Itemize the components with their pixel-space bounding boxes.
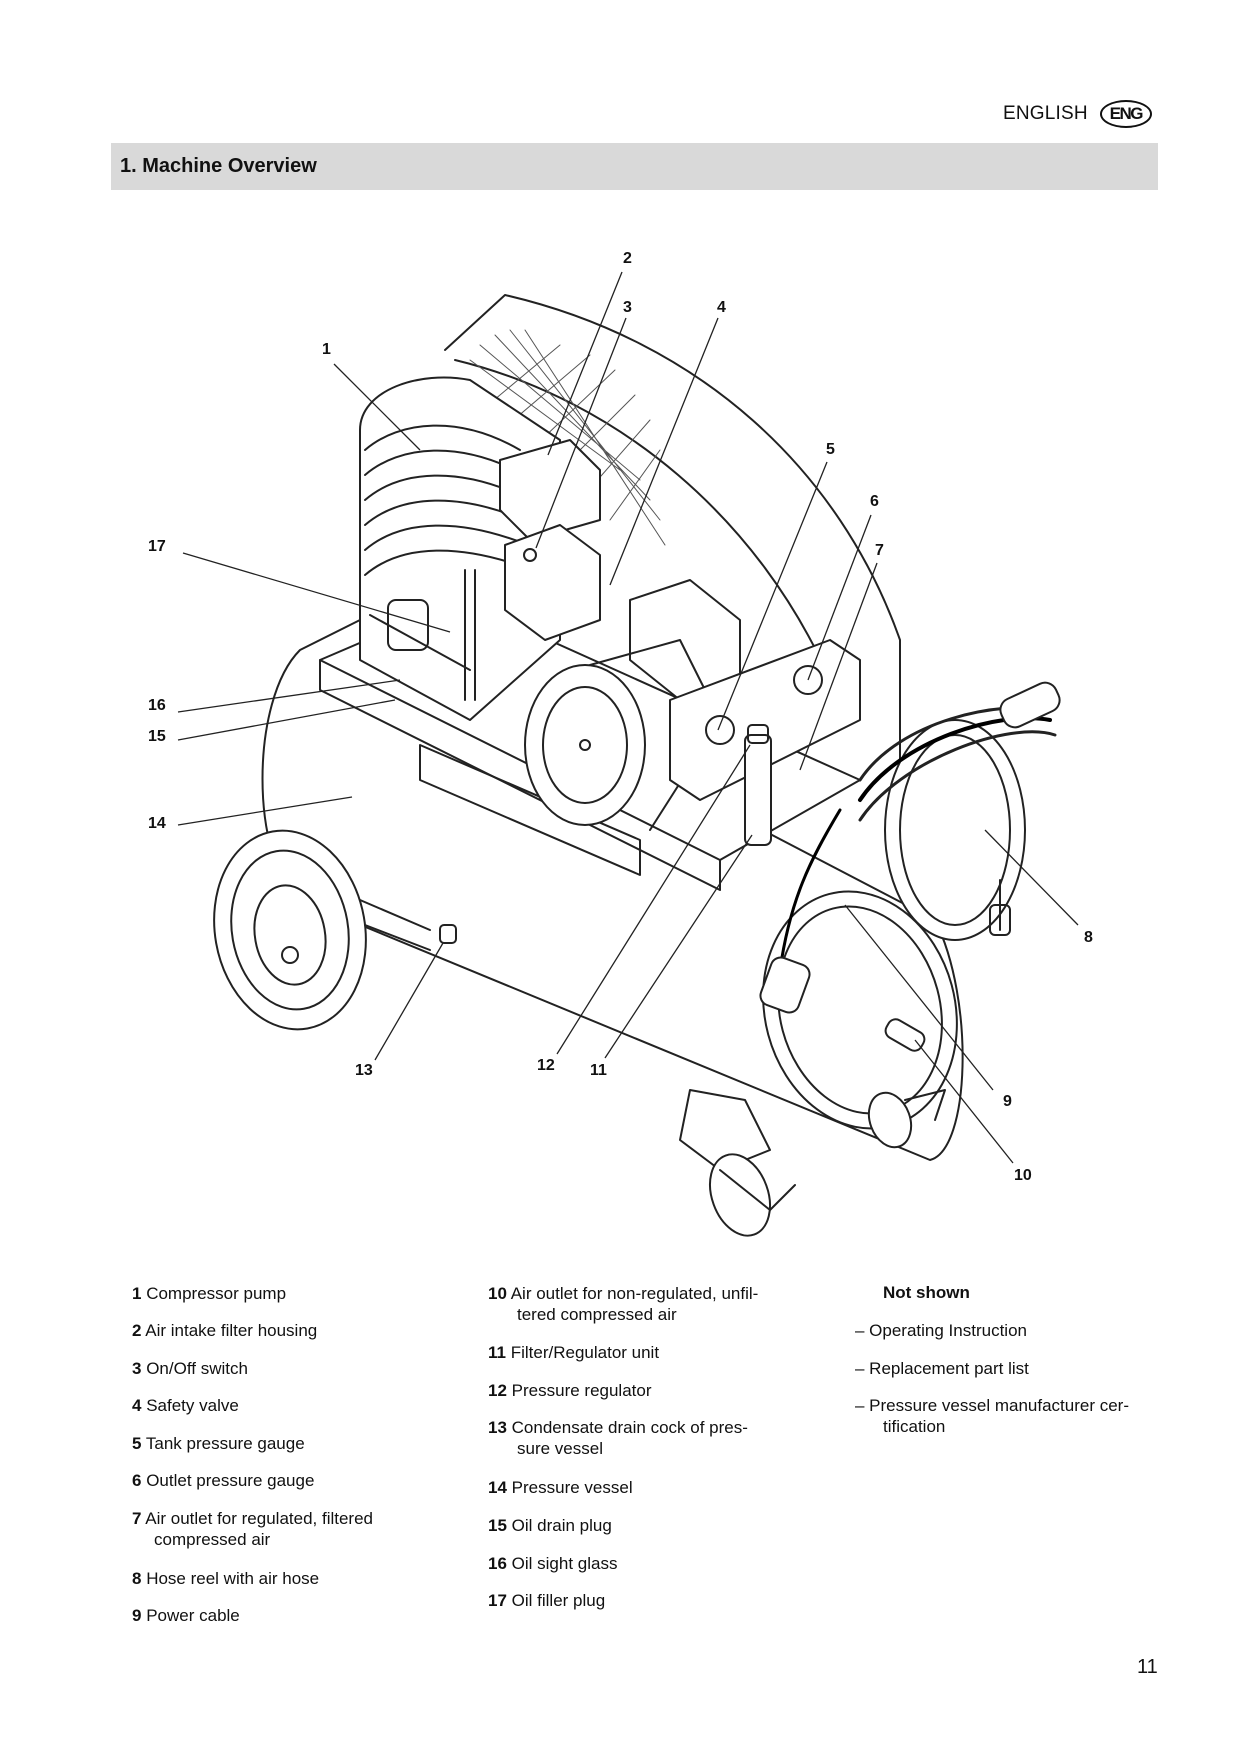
page-number: 11 (1137, 1656, 1158, 1678)
callout-14: 14 (148, 815, 166, 832)
legend-item: 16 Oil sight glass (488, 1554, 618, 1573)
callout-7: 7 (875, 542, 884, 559)
callout-9: 9 (1003, 1093, 1012, 1110)
callout-10: 10 (1014, 1167, 1032, 1184)
legend-item: 17 Oil filler plug (488, 1591, 606, 1610)
pressure-vessel-drawing (261, 619, 964, 1161)
callout-17: 17 (148, 538, 166, 555)
callout-11: 11 (590, 1062, 607, 1079)
fan-guard-mesh (469, 329, 666, 546)
callout-2: 2 (623, 250, 632, 267)
leader-lines (177, 271, 1079, 1164)
hose-reel-drawing (858, 681, 1061, 941)
section-title: 1. Machine Overview (120, 155, 317, 177)
wheel-drawing (213, 829, 431, 1031)
section-header-bar: 1. Machine Overview (111, 143, 1158, 190)
legend-item: 8 Hose reel with air hose (132, 1569, 320, 1588)
legend-item: 5 Tank pressure gauge (132, 1434, 305, 1453)
not-shown-item: – Pressure vessel manufacturer cer-tific… (855, 1396, 1129, 1436)
legend-item: 9 Power cable (132, 1606, 240, 1625)
language-indicator: ENGLISH ENG (1003, 100, 1152, 128)
callout-12: 12 (537, 1057, 555, 1074)
legend-item: 1 Compressor pump (132, 1284, 287, 1303)
legend-item: 11 Filter/Regulator unit (488, 1343, 660, 1362)
callout-4: 4 (717, 299, 726, 316)
not-shown-item: – Operating Instruction (855, 1321, 1027, 1340)
legend-item: 13 Condensate drain cock of pres-sure ve… (488, 1418, 748, 1458)
callout-15: 15 (148, 728, 166, 745)
callout-8: 8 (1084, 929, 1093, 946)
callout-1: 1 (322, 341, 331, 358)
legend-item: 10 Air outlet for non-regulated, unfil-t… (488, 1284, 759, 1324)
legend-item: 4 Safety valve (132, 1396, 239, 1415)
legend-item: 3 On/Off switch (132, 1359, 248, 1378)
legend-item: 15 Oil drain plug (488, 1516, 612, 1535)
language-label: ENGLISH (1003, 103, 1088, 124)
legend-item: 14 Pressure vessel (488, 1478, 633, 1497)
language-badge-icon: ENG (1099, 100, 1152, 128)
callout-6: 6 (870, 493, 879, 510)
not-shown-item: – Replacement part list (855, 1359, 1029, 1378)
callout-5: 5 (826, 441, 835, 458)
not-shown-title: Not shown (883, 1283, 970, 1302)
callout-13: 13 (355, 1062, 373, 1079)
caster-wheels-drawing (679, 1089, 946, 1237)
legend-item: 12 Pressure regulator (488, 1381, 652, 1400)
callout-3: 3 (623, 299, 632, 316)
motor-drawing (524, 639, 721, 831)
callout-16: 16 (148, 697, 166, 714)
compressor-diagram (177, 271, 1079, 1237)
legend-item: 2 Air intake filter housing (132, 1321, 318, 1340)
legend-item: 6 Outlet pressure gauge (132, 1471, 315, 1490)
